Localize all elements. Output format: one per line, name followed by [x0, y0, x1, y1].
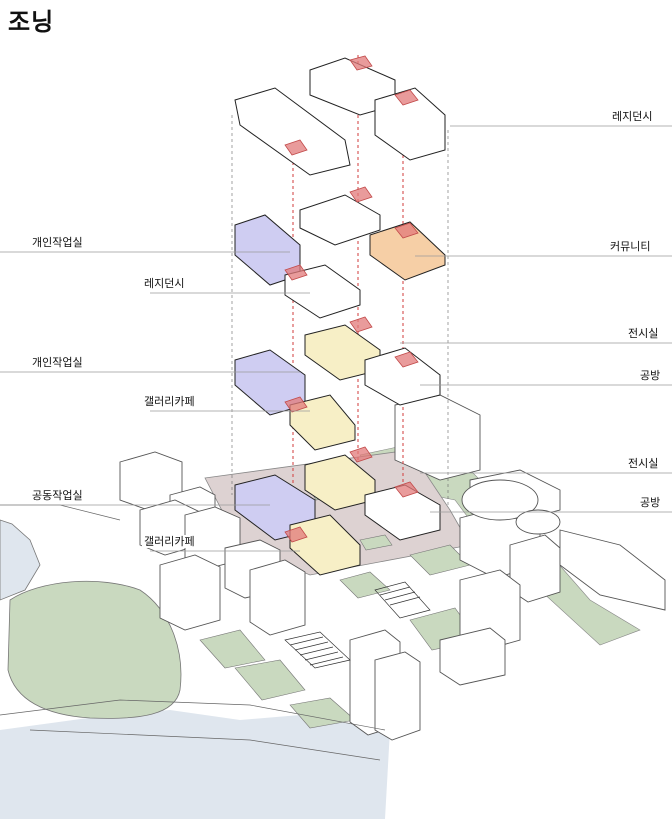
floor-plates — [234, 57, 446, 576]
label-exhibition-2: 전시실 — [626, 457, 661, 470]
label-private-studio-1: 개인작업실 — [30, 236, 85, 249]
round-roof — [515, 509, 561, 535]
label-private-studio-2: 개인작업실 — [30, 356, 85, 369]
ground-buildings — [119, 451, 421, 741]
label-workshop-2: 공방 — [638, 496, 663, 509]
water-area — [0, 519, 41, 601]
label-residency-top: 레지던시 — [610, 110, 655, 123]
water-area-bottom — [0, 710, 390, 819]
core-guides — [292, 55, 404, 540]
label-gallery-cafe-1: 갤러리카페 — [142, 395, 197, 408]
label-workshop-1: 공방 — [638, 369, 663, 382]
label-gallery-cafe-2: 갤러리카페 — [142, 535, 197, 548]
page-title: 조닝 — [8, 8, 55, 36]
label-shared-studio: 공동작업실 — [30, 489, 85, 502]
label-community: 커뮤니티 — [608, 240, 653, 253]
circulation-cores — [284, 55, 419, 543]
label-residency-mid: 레지던시 — [142, 277, 187, 290]
green-patches — [199, 485, 479, 729]
stack-guides — [231, 115, 449, 505]
label-exhibition-1: 전시실 — [626, 327, 661, 340]
round-plaza — [461, 479, 539, 521]
park-green — [7, 580, 182, 719]
leader-lines — [0, 125, 672, 552]
seating-block — [284, 581, 431, 669]
